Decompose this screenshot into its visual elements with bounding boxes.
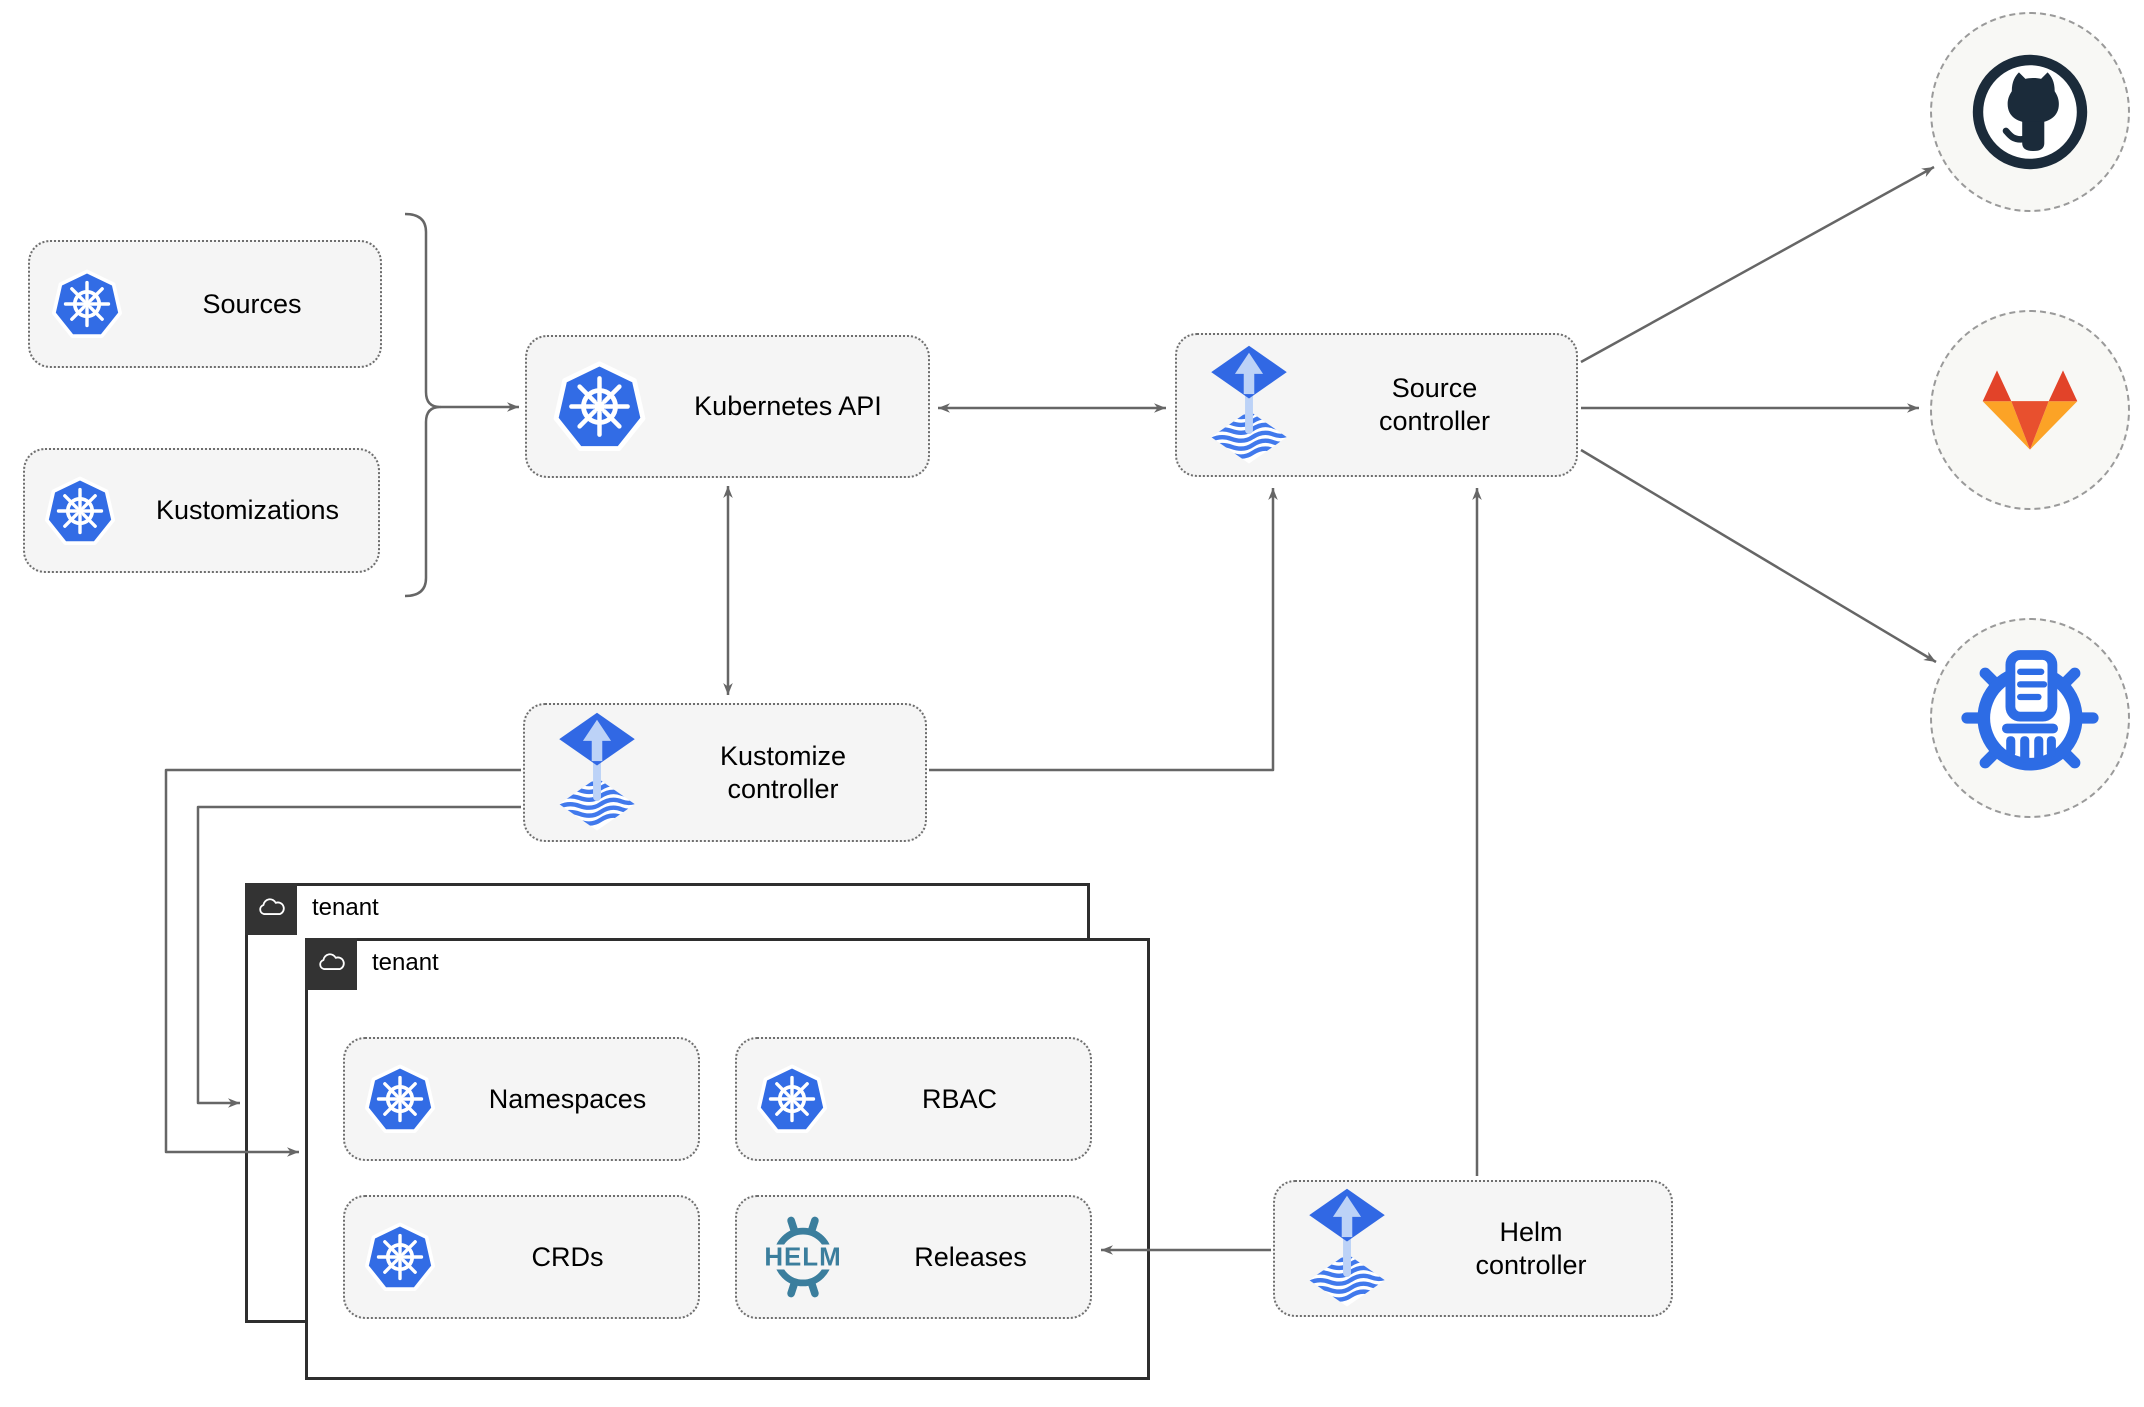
kubernetes-icon	[551, 358, 648, 455]
node-label: Kustomize controller	[719, 740, 847, 804]
node-kustomize-controller: Kustomize controller	[523, 703, 927, 842]
node-namespaces: Namespaces	[343, 1037, 700, 1161]
node-label: Kustomizations	[155, 495, 340, 526]
kubernetes-icon	[363, 1220, 437, 1294]
node-kustomizations: Kustomizations	[23, 448, 380, 573]
node-label: Source controller	[1378, 373, 1491, 436]
node-label: Namespaces	[488, 1083, 647, 1114]
flux-icon	[1303, 1187, 1391, 1310]
node-source-controller: Source controller	[1175, 333, 1578, 477]
flux-icon	[553, 711, 641, 834]
node-label: Releases	[914, 1241, 1027, 1272]
github-repository	[1930, 12, 2130, 212]
kubernetes-icon	[50, 267, 124, 341]
flux-icon	[1205, 344, 1293, 467]
helm-logo-text: HELM	[764, 1244, 841, 1272]
helm-wheel-icon: HELM	[755, 1209, 851, 1305]
node-kubernetes-api: Kubernetes API	[525, 335, 930, 478]
node-label: Sources	[202, 288, 302, 319]
tenant-badge	[305, 938, 357, 990]
arrow-kustomize-to-source-controller	[929, 488, 1278, 772]
node-crds: CRDs	[343, 1195, 700, 1319]
kubernetes-icon	[755, 1062, 829, 1136]
helm-repository	[1930, 618, 2130, 818]
arrow-source-to-helm-repository	[1580, 448, 1937, 664]
kubernetes-icon	[363, 1062, 437, 1136]
node-label: Helm controller	[1475, 1216, 1587, 1280]
node-releases: HELM Releases	[735, 1195, 1092, 1319]
bracket-sources-group	[404, 212, 442, 598]
gitlab-repository	[1930, 310, 2130, 510]
github-octocat-icon	[1972, 54, 2088, 170]
node-label: CRDs	[531, 1241, 604, 1272]
arrow-source-to-github	[1580, 165, 1935, 364]
node-label: RBAC	[921, 1083, 997, 1114]
node-sources: Sources	[28, 240, 382, 368]
node-helm-controller: Helm controller	[1273, 1180, 1673, 1317]
kubernetes-icon	[43, 474, 117, 548]
gitlab-fox-icon	[1982, 370, 2078, 450]
node-label: Kubernetes API	[694, 391, 882, 422]
cloud-icon	[259, 898, 285, 915]
tenant-group-label: tenant	[312, 894, 379, 921]
node-rbac: RBAC	[735, 1037, 1092, 1161]
tenant-badge	[245, 883, 297, 935]
tenant-group-label: tenant	[372, 949, 439, 976]
cloud-icon	[319, 953, 345, 970]
helm-repository-wheel-icon	[1961, 650, 2099, 771]
